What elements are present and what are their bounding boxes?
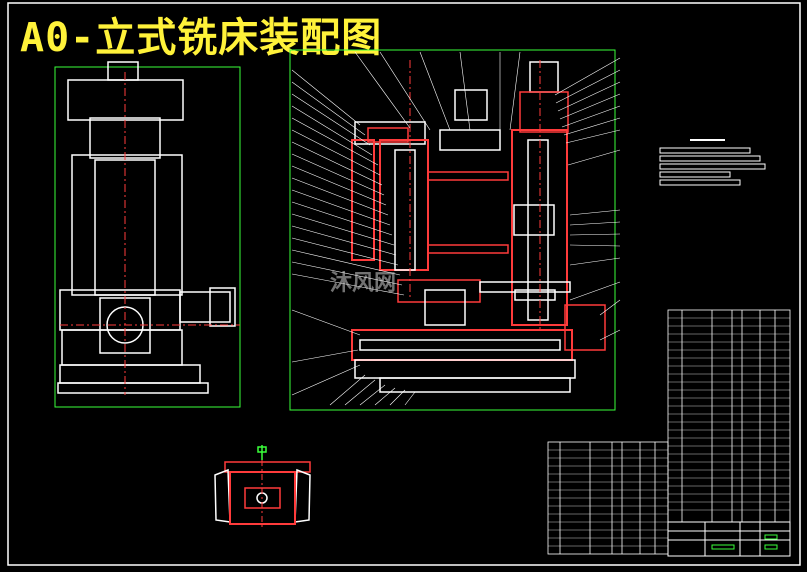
side-view [54, 61, 241, 408]
drawing-border [7, 2, 801, 566]
part-leader-lines-right [354, 51, 621, 341]
parts-list-rows [548, 317, 790, 547]
side-view-dimension-frame [54, 66, 241, 408]
section-detail-view [214, 445, 311, 530]
title-block [667, 521, 791, 557]
main-view-dimension-frame [289, 49, 616, 411]
technical-notes-block [659, 139, 766, 186]
drawing-title: A0-立式铣床装配图 [20, 15, 383, 61]
watermark-logo: 沐风网 [330, 271, 397, 296]
main-section-view [289, 49, 616, 411]
part-leader-lines-left [291, 69, 416, 406]
